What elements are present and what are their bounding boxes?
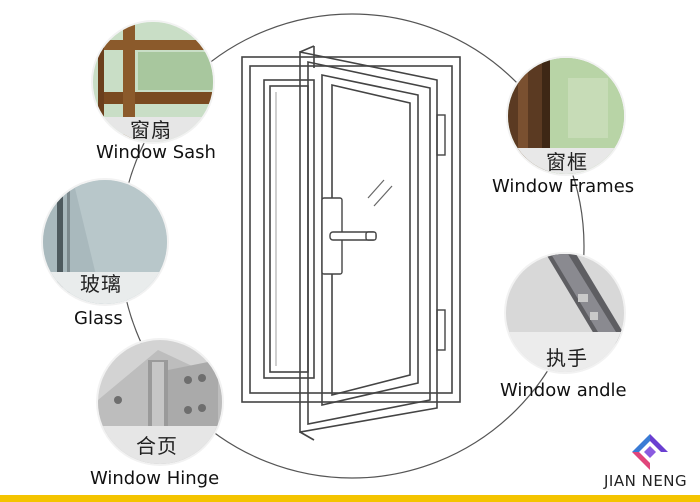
hinge-en-label: Window Hinge — [90, 468, 220, 489]
frame-hinges — [436, 114, 446, 351]
sash-cn-label: 窗扇 — [130, 118, 172, 142]
hinge-cn-label: 合页 — [136, 434, 178, 458]
jian-neng-logo-icon — [632, 434, 668, 470]
window-handle-drawing — [321, 197, 377, 275]
frames-cn-label: 窗框 — [546, 150, 588, 174]
window-frame-outline — [241, 56, 461, 403]
bottom-accent-bar — [0, 495, 700, 502]
window-sash-outline — [299, 45, 438, 441]
handle-en-label: Window andle — [500, 380, 627, 401]
glass-reflection — [367, 179, 393, 207]
glass-thumb — [43, 180, 167, 304]
glass-cn-label: 玻璃 — [80, 272, 122, 296]
glass-en-label: Glass — [74, 308, 123, 329]
handle-cn-label: 执手 — [546, 346, 588, 370]
brand-name: JIAN NENG — [604, 472, 688, 490]
sash-en-label: Window Sash — [96, 142, 216, 163]
frames-en-label: Window Frames — [492, 176, 635, 197]
window-handle-thumb — [506, 254, 624, 372]
